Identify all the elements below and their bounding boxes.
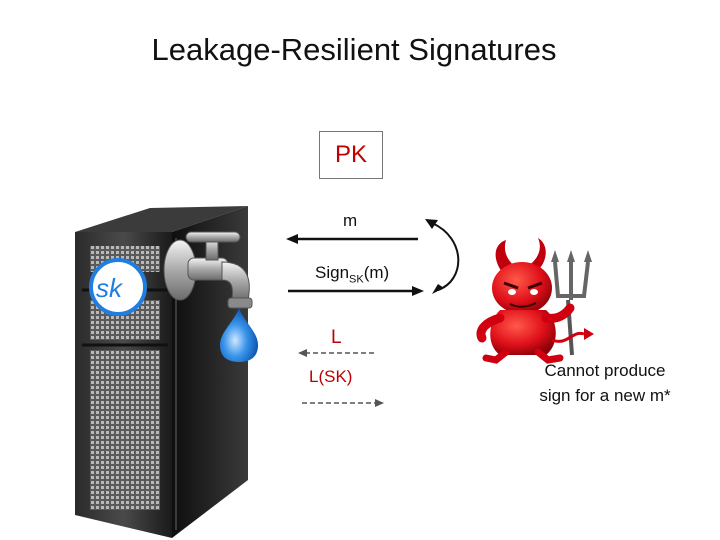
message-label: m	[343, 211, 357, 231]
sign-label-prefix: Sign	[315, 263, 349, 282]
leakage-output-label: L(SK)	[309, 367, 352, 387]
signature-arrow	[288, 286, 424, 296]
leakage-query-arrow	[298, 349, 374, 357]
adversary-caption-line-1: Cannot produce	[520, 358, 690, 383]
adversary-caption-line-2: sign for a new m*	[520, 383, 690, 408]
adversary-caption: Cannot produce sign for a new m*	[520, 358, 690, 408]
sign-label-suffix: (m)	[364, 263, 389, 282]
sign-label: SignSK(m)	[315, 263, 389, 285]
secret-key-label: sk	[96, 273, 122, 304]
devil-adversary-icon	[481, 238, 594, 360]
sign-label-subscript: SK	[349, 273, 364, 285]
leakage-label: L	[331, 327, 342, 349]
leakage-response-arrow	[302, 399, 384, 407]
query-bracket-arc	[425, 219, 458, 294]
message-arrow	[286, 234, 418, 244]
server-icon	[75, 206, 248, 538]
